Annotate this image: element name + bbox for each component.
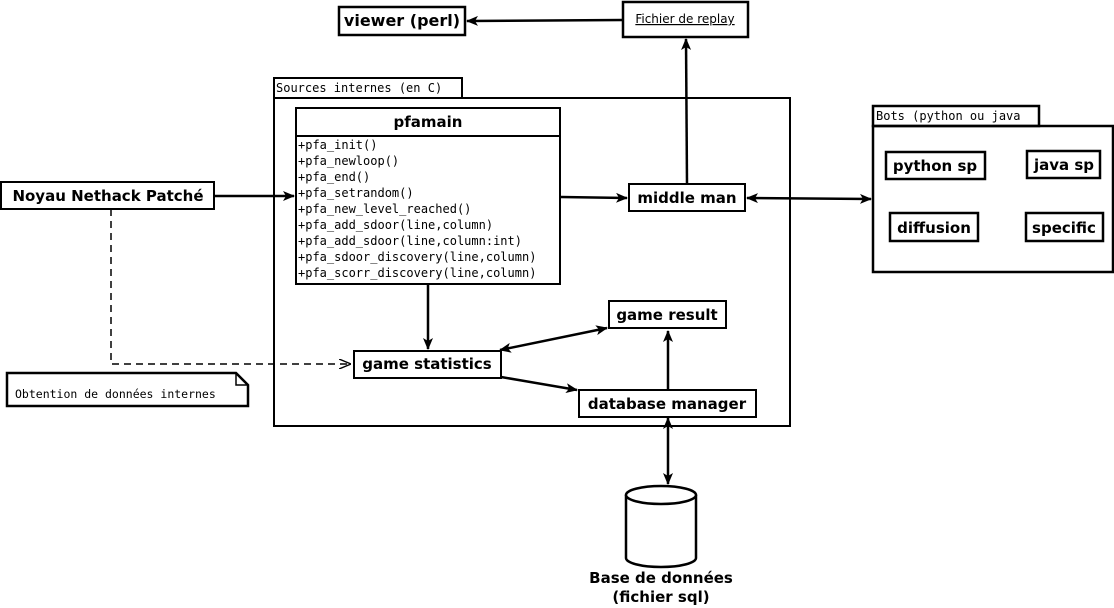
- note-node: Obtention de données internes: [5, 371, 250, 408]
- middleman-to-replay-arrow: [681, 38, 692, 185]
- sources-package: Sources internes (en C): [273, 77, 791, 427]
- pfamain-method: +pfa_sdoor_discovery(line,column): [298, 250, 536, 264]
- viewer-node: viewer (perl): [337, 5, 467, 37]
- noyau-label: Noyau Nethack Patché: [12, 187, 203, 205]
- bots-package: Bots (python ou java: [871, 104, 1114, 274]
- pfamain-method: +pfa_add_sdoor(line,column): [298, 218, 493, 232]
- viewer-label: viewer (perl): [344, 11, 460, 30]
- diffusion-label: diffusion: [897, 219, 971, 237]
- sources-package-label: Sources internes (en C): [276, 81, 442, 95]
- pfamain-method: +pfa_add_sdoor(line,column:int): [298, 234, 522, 248]
- specific-node: specific: [1024, 211, 1105, 243]
- note-label: Obtention de données internes: [15, 387, 216, 401]
- pfamain-method: +pfa_new_level_reached(): [298, 202, 471, 216]
- database-icon: [624, 484, 698, 569]
- replay-file-node: Fichier de replay: [621, 0, 750, 39]
- noyau-to-statistics-dashed-arrow: [110, 209, 350, 364]
- game-result-label: game result: [616, 306, 717, 324]
- database-manager-node: database manager: [578, 389, 757, 418]
- replay-file-label: Fichier de replay: [635, 12, 734, 26]
- database-manager-label: database manager: [588, 395, 747, 413]
- database-label-line1: Base de données: [589, 569, 733, 587]
- pfamain-to-middleman-arrow: [560, 192, 628, 203]
- diffusion-node: diffusion: [888, 211, 980, 243]
- pfamain-title: pfamain: [394, 113, 463, 131]
- python-sp-node: python sp: [884, 150, 987, 181]
- middle-man-label: middle man: [637, 189, 736, 207]
- pfamain-method: +pfa_scorr_discovery(line,column): [298, 266, 536, 280]
- pfamain-class: pfamain +pfa_init() +pfa_newloop() +pfa_en…: [295, 107, 561, 285]
- specific-label: specific: [1032, 219, 1096, 237]
- middle-man-node: middle man: [628, 183, 746, 212]
- pfamain-methods: +pfa_init() +pfa_newloop() +pfa_end() +pfa_…: [298, 138, 536, 280]
- statistics-result-arrow: [499, 325, 608, 353]
- replay-to-viewer-arrow: [466, 15, 624, 26]
- java-sp-node: java sp: [1025, 149, 1102, 180]
- game-result-node: game result: [608, 300, 727, 329]
- game-statistics-label: game statistics: [362, 355, 492, 373]
- middleman-bots-arrow: [746, 193, 872, 204]
- pfamain-method: +pfa_init(): [298, 138, 377, 152]
- pfamain-method: +pfa_end(): [298, 170, 370, 184]
- database-label-line2: (fichier sql): [612, 588, 709, 606]
- java-sp-label: java sp: [1033, 156, 1094, 174]
- pfamain-method: +pfa_newloop(): [298, 154, 399, 168]
- game-statistics-node: game statistics: [353, 350, 502, 379]
- bots-package-label: Bots (python ou java: [876, 109, 1021, 123]
- noyau-node: Noyau Nethack Patché: [0, 181, 215, 210]
- pfamain-method: +pfa_setrandom(): [298, 186, 414, 200]
- statistics-to-dbmanager-arrow: [500, 375, 578, 394]
- python-sp-label: python sp: [893, 157, 977, 175]
